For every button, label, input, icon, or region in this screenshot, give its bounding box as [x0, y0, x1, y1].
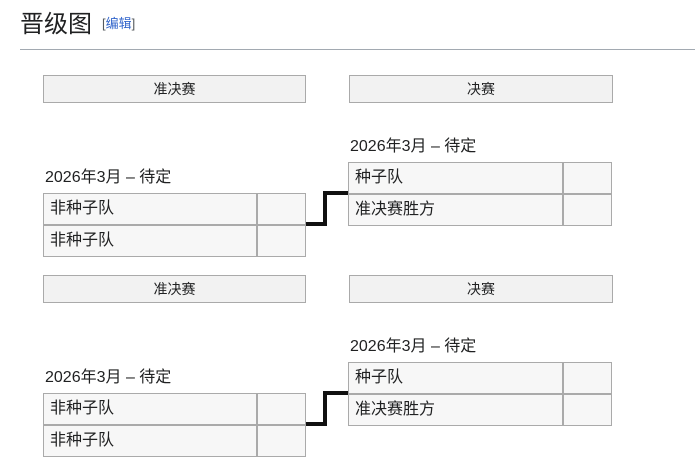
team-row: 种子队	[349, 363, 611, 395]
team-name-cell: 非种子队	[50, 232, 115, 249]
bracket-connector-line	[323, 391, 327, 426]
team-name-cell: 非种子队	[50, 200, 115, 217]
team-score-cell	[256, 426, 305, 456]
team-score-cell	[562, 363, 611, 393]
edit-bracket-close: ]	[131, 16, 136, 31]
semifinal-match-date: 2026年3月 – 待定	[45, 369, 172, 386]
team-name-cell: 准决赛胜方	[355, 201, 436, 218]
team-score-cell	[562, 195, 611, 225]
bracket-connector-line	[306, 222, 327, 226]
round-header-semifinal: 准决赛	[43, 275, 306, 303]
team-row: 非种子队	[44, 194, 305, 226]
round-header-semifinal: 准决赛	[43, 75, 306, 103]
team-row: 准决赛胜方	[349, 395, 611, 425]
team-row: 非种子队	[44, 394, 305, 426]
team-name-cell: 非种子队	[50, 400, 115, 417]
team-score-cell	[562, 163, 611, 193]
page-title: 晋级图	[20, 11, 92, 38]
bracket-connector-line	[323, 191, 348, 195]
semifinal-match-table: 非种子队 非种子队	[43, 193, 306, 257]
team-row: 种子队	[349, 163, 611, 195]
team-score-cell	[256, 226, 305, 256]
team-name-cell: 种子队	[355, 169, 404, 186]
final-match-date: 2026年3月 – 待定	[350, 138, 477, 155]
round-header-final: 决赛	[349, 275, 613, 303]
team-score-cell	[256, 194, 305, 224]
final-match-table: 种子队 准决赛胜方	[348, 162, 612, 226]
team-name-cell: 种子队	[355, 369, 404, 386]
semifinal-match-date: 2026年3月 – 待定	[45, 169, 172, 186]
team-row: 非种子队	[44, 426, 305, 456]
edit-section: [编辑]	[102, 16, 135, 31]
final-match-table: 种子队 准决赛胜方	[348, 362, 612, 426]
team-name-cell: 准决赛胜方	[355, 401, 436, 418]
final-match-date: 2026年3月 – 待定	[350, 338, 477, 355]
bracket-connector-line	[306, 422, 327, 426]
team-score-cell	[256, 394, 305, 424]
team-score-cell	[562, 395, 611, 425]
edit-bracket-open: [	[102, 16, 106, 31]
team-name-cell: 非种子队	[50, 432, 115, 449]
bracket-connector-line	[323, 191, 327, 226]
round-header-final: 决赛	[349, 75, 613, 103]
bracket-connector-line	[323, 391, 348, 395]
team-row: 准决赛胜方	[349, 195, 611, 225]
semifinal-match-table: 非种子队 非种子队	[43, 393, 306, 457]
edit-link[interactable]: 编辑	[105, 16, 132, 31]
section-heading: 晋级图 [编辑]	[20, 8, 695, 50]
team-row: 非种子队	[44, 226, 305, 256]
